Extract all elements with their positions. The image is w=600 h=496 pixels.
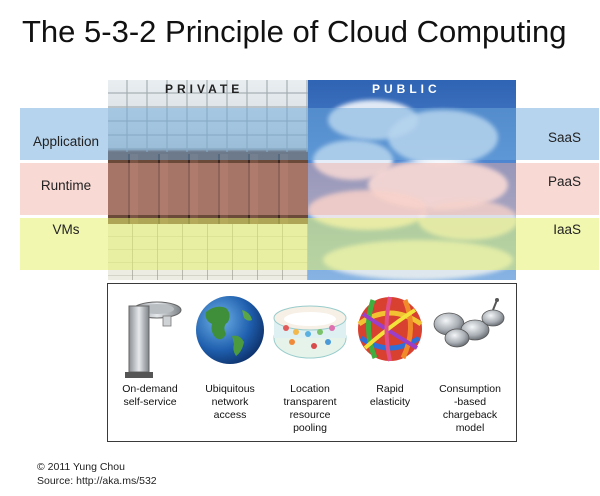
layer-label-vms: VMs xyxy=(52,222,80,237)
source-text: Source: http://aka.ms/532 xyxy=(37,475,157,487)
application-layer-band: Application SaaS xyxy=(20,108,599,160)
globe-icon xyxy=(192,292,268,373)
drinking-fountain-icon xyxy=(115,292,185,385)
layer-label-application: Application xyxy=(32,134,100,149)
service-model-iaas: IaaS xyxy=(553,222,581,237)
ball-pit-icon xyxy=(270,292,350,367)
characteristic-label: Ubiquitous network access xyxy=(205,383,255,421)
characteristic-label: Location transparent resource pooling xyxy=(283,383,337,434)
characteristic-label: On-demand self-service xyxy=(122,383,178,408)
service-model-saas: SaaS xyxy=(547,130,581,145)
public-label: PUBLIC xyxy=(372,82,441,96)
page-title: The 5-3-2 Principle of Cloud Computing xyxy=(22,14,567,49)
characteristics-box: On-demand self-service Ubiquitous networ… xyxy=(107,283,517,442)
layer-label-runtime: Runtime xyxy=(40,178,92,193)
copyright-text: © 2011 Yung Chou xyxy=(37,461,125,473)
service-model-paas: PaaS xyxy=(547,174,581,189)
runtime-layer-band: Runtime PaaS xyxy=(20,163,599,215)
measuring-cups-icon xyxy=(431,292,509,357)
characteristic-label: Rapid elasticity xyxy=(369,383,411,408)
private-label: PRIVATE xyxy=(165,82,244,96)
characteristic-label: Consumption -based chargeback model xyxy=(439,383,501,434)
vms-layer-band: VMs IaaS xyxy=(20,218,599,270)
rubber-band-ball-icon xyxy=(353,292,427,371)
